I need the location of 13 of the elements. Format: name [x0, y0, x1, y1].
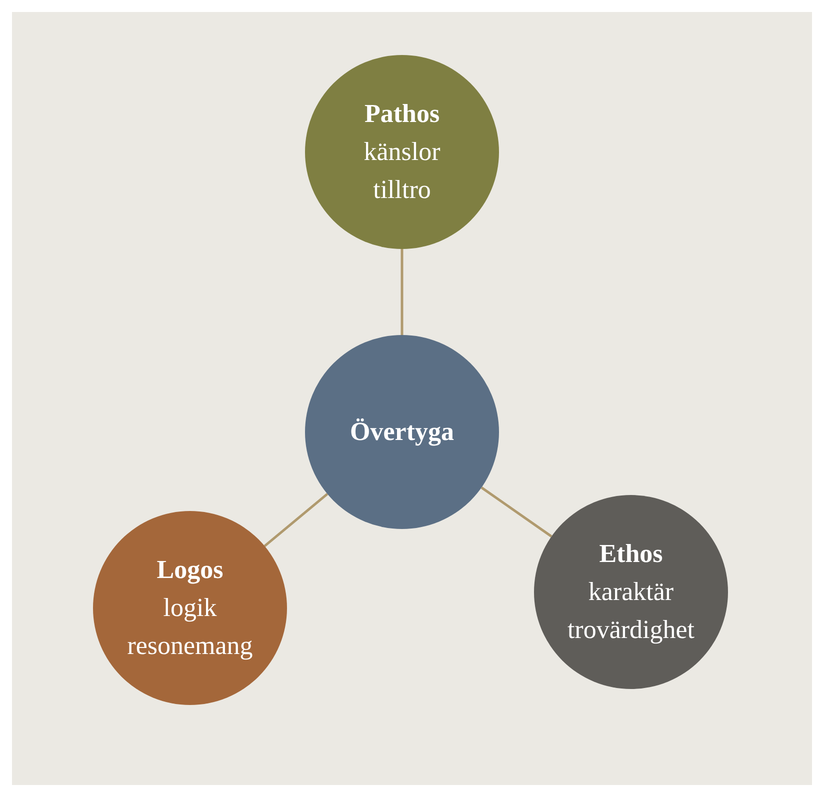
node-title: Övertyga: [350, 416, 454, 448]
node-text: känslor: [364, 136, 440, 168]
connector-line: [480, 486, 552, 538]
node-text: logik: [163, 592, 217, 624]
node-text: resonemang: [127, 630, 253, 662]
node-title: Logos: [156, 554, 224, 586]
node-title: Ethos: [599, 538, 663, 570]
node-text: trovärdighet: [567, 614, 695, 646]
node-text: tilltro: [373, 174, 431, 206]
connector-line: [400, 249, 404, 335]
node-text: karaktär: [588, 576, 674, 608]
connector-line: [264, 493, 328, 547]
node-title: Pathos: [364, 98, 440, 130]
